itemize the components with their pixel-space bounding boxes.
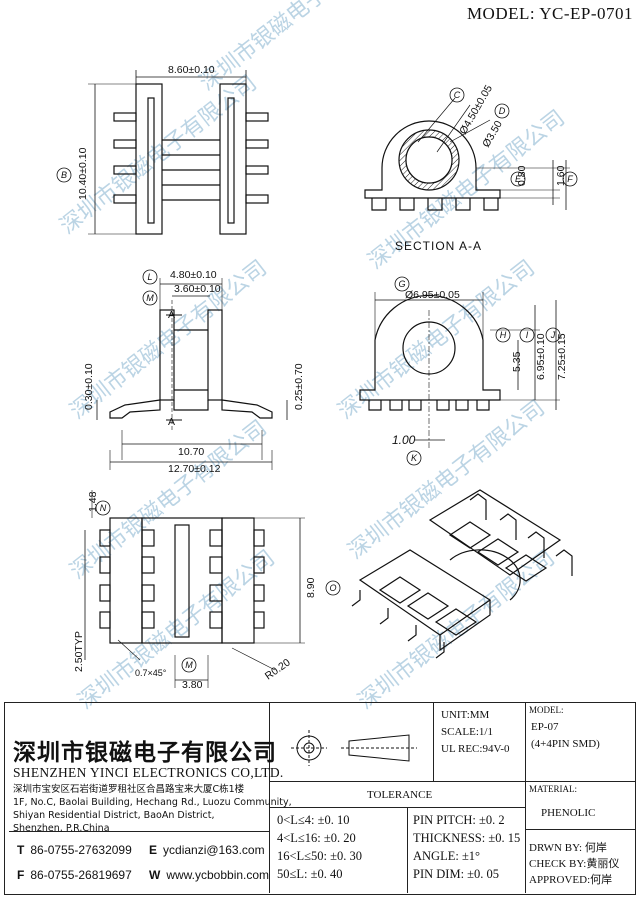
checked-by: CHECK BY:黄丽仪 (529, 858, 620, 870)
label-l: L (147, 272, 152, 282)
dim-left-ht: 0.30±0.10 (83, 363, 95, 410)
company-address-cn: 深圳市宝安区石岩街道罗租社区合昌路宝来大厦C栋1楼 (13, 784, 245, 795)
label-f: F (567, 174, 573, 184)
drawn-by: DRWN BY: 何岸 (529, 842, 607, 854)
label-m: M (146, 293, 154, 303)
bottom-view (84, 490, 305, 688)
isometric-view (351, 489, 573, 659)
dim-k: 1.00 (392, 433, 416, 447)
email-value: ycdianzi@163.com (163, 843, 265, 857)
fax-value: 86-0755-26819697 (30, 868, 132, 882)
dim-g: Ø6.95±0.05 (405, 289, 460, 301)
label-m2: M (185, 660, 193, 670)
section-arrow-a-bottom: A (168, 416, 175, 428)
email-letter: E (149, 843, 158, 857)
dim-radius: R0.20 (263, 656, 293, 682)
tel-value: 86-0755-27632099 (30, 843, 132, 857)
dim-n: 1.48 (87, 491, 99, 512)
dim-j: 7.25±0.15 (556, 333, 568, 380)
dim-chamfer: 0.7×45° (135, 668, 167, 678)
dim-i: 6.95±0.10 (535, 333, 547, 380)
label-e: E (515, 174, 522, 184)
dim-span2: 12.70±0.12 (168, 463, 221, 475)
web-value: www.ycbobbin.com (166, 868, 270, 882)
label-d: D (499, 106, 506, 116)
dim-m: 3.60±0.10 (174, 283, 221, 295)
model-value: EP-07 (531, 721, 559, 733)
dim-f: 1.60 (555, 165, 567, 186)
material-value: PHENOLIC (541, 807, 596, 819)
front-view (359, 292, 560, 450)
model-label: MODEL: (529, 705, 564, 715)
dim-top-height: 10.40±0.10 (77, 147, 89, 200)
label-h: H (500, 330, 507, 340)
tolerance-row-1: 0<L≤4: ±0. 10 (277, 813, 350, 827)
company-address-en-1: 1F, No.C, Baolai Building, Hechang Rd., … (13, 797, 292, 808)
company-address-en-2: Shiyan Residential District, BaoAn Distr… (13, 810, 215, 821)
fax-letter: F (17, 868, 25, 882)
tolerance-row-2: 4<L≤16: ±0. 20 (277, 831, 356, 845)
label-o: O (329, 583, 336, 593)
side-view (96, 278, 288, 470)
label-k: K (411, 453, 418, 463)
scale-text: SCALE:1/1 (441, 726, 493, 738)
dim-span1: 10.70 (178, 446, 204, 458)
tolerance-row-5: PIN PITCH: ±0. 2 (413, 813, 505, 827)
company-name-cn: 深圳市银磁电子有限公司 (13, 739, 277, 766)
label-n: N (100, 503, 107, 513)
dim-h: 5.35 (511, 351, 523, 372)
ul-text: UL REC:94V-0 (441, 743, 510, 755)
approved-by: APPROVED:何岸 (529, 874, 613, 886)
web-letter: W (149, 868, 161, 882)
unit-text: UNIT:MM (441, 709, 490, 721)
section-label: SECTION A-A (395, 239, 482, 253)
technical-drawing: 8.60±0.10 10.40±0.10 Ø4.50±0.05 Ø3.50 0.… (56, 64, 578, 691)
company-name-en: SHENZHEN YINCI ELECTRONICS CO,LTD. (13, 765, 284, 780)
tolerance-row-6: THICKNESS: ±0. 15 (413, 831, 521, 845)
dim-top-width: 8.60±0.10 (168, 64, 215, 76)
contact-tel: T 86-0755-27632099 (17, 843, 132, 857)
dim-bottom-w: 3.80 (182, 679, 203, 691)
tolerance-title: TOLERANCE (367, 789, 433, 801)
tolerance-row-3: 16<L≤50: ±0. 30 (277, 849, 363, 863)
section-arrow-a-top: A (168, 309, 175, 321)
label-c: C (454, 90, 461, 100)
material-label: MATERIAL: (529, 784, 577, 794)
model-title: MODEL: YC-EP-0701 (466, 4, 633, 23)
label-b: B (61, 170, 67, 180)
section-a-a-view (364, 97, 570, 211)
label-j: J (550, 330, 556, 340)
model-sub: (4+4PIN SMD) (531, 738, 600, 750)
company-address-en-3: Shenzhen, P.R.China (13, 823, 110, 834)
dim-o: 8.90 (305, 577, 317, 598)
label-g: G (398, 279, 405, 289)
dim-right-ht: 0.25±0.70 (293, 363, 305, 410)
label-i: I (526, 330, 529, 340)
contact-fax: F 86-0755-26819697 (17, 868, 132, 882)
title-block: 深圳市银磁电子有限公司 SHENZHEN YINCI ELECTRONICS C… (4, 702, 636, 895)
projection-symbol-icon (291, 730, 417, 766)
tolerance-row-7: ANGLE: ±1° (413, 849, 481, 863)
dim-pitch: 2.50TYP (73, 631, 85, 672)
tel-letter: T (17, 843, 25, 857)
tolerance-row-8: PIN DIM: ±0. 05 (413, 867, 500, 881)
top-view (88, 70, 269, 235)
tolerance-row-4: 50≤L: ±0. 40 (277, 867, 343, 881)
dim-l: 4.80±0.10 (170, 269, 217, 281)
